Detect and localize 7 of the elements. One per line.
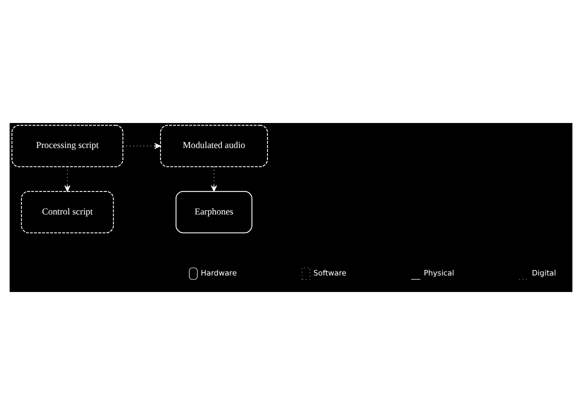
node-box: Control script: [20, 190, 114, 233]
node-box: Processing script: [12, 124, 124, 167]
arrow: [122, 142, 161, 148]
arrow: [211, 166, 217, 192]
arrow: [64, 166, 70, 192]
node-box: Earphones: [176, 190, 252, 233]
node-box: Modulated audio: [160, 124, 268, 167]
